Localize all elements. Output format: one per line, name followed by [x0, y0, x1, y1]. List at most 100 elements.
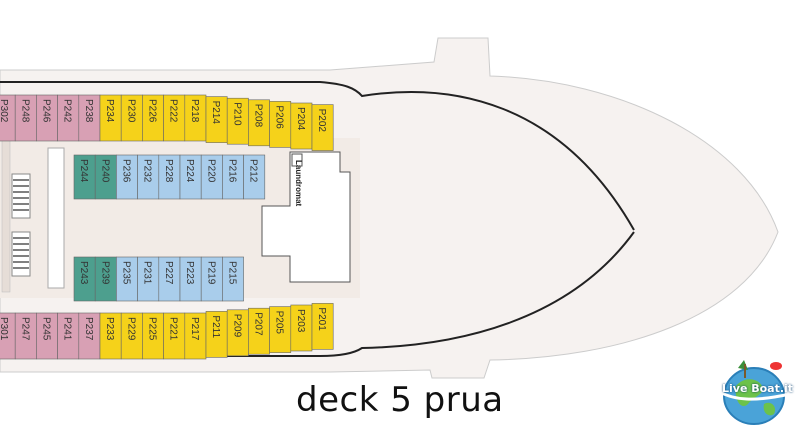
cabin-p237[interactable]: P237: [78, 312, 101, 360]
cabin-p204[interactable]: P204: [290, 102, 313, 150]
cabin-p228[interactable]: P228: [158, 154, 181, 200]
cabin-p212[interactable]: P212: [243, 154, 266, 200]
cabin-label: P248: [19, 99, 30, 123]
cabin-label: P208: [253, 104, 264, 128]
cabin-label: P207: [253, 312, 264, 336]
cabin-p236[interactable]: P236: [116, 154, 138, 200]
cabin-p205[interactable]: P205: [269, 306, 292, 353]
cabin-p203[interactable]: P203: [290, 304, 313, 352]
cabin-p217[interactable]: P217: [184, 312, 207, 360]
cabin-label: P210: [231, 102, 242, 126]
cabin-label: P206: [274, 105, 285, 129]
deck-title: deck 5 prua: [296, 380, 504, 420]
hull-outline-top: [0, 81, 635, 231]
cabin-p211[interactable]: P211: [205, 311, 228, 358]
cabin-p222[interactable]: P222: [163, 94, 186, 142]
cabin-p207[interactable]: P207: [248, 307, 270, 355]
cabin-p223[interactable]: P223: [179, 256, 202, 302]
cabin-p244[interactable]: P244: [73, 154, 96, 200]
cabin-label: P203: [295, 309, 306, 333]
cabin-p202[interactable]: P202: [311, 104, 334, 151]
cabin-p235[interactable]: P235: [116, 256, 138, 302]
cabin-label: P219: [205, 261, 216, 285]
cabin-p215[interactable]: P215: [222, 256, 244, 302]
stairs-left: [1, 139, 65, 293]
cabin-block: [243, 154, 266, 200]
cabin-label: P217: [189, 317, 200, 341]
cabin-p230[interactable]: P230: [120, 94, 143, 142]
cabin-p234[interactable]: P234: [99, 94, 122, 142]
cabin-p214[interactable]: P214: [205, 96, 228, 143]
cabin-block: [311, 104, 334, 151]
cabin-p201[interactable]: P201: [311, 303, 334, 350]
liveboat-logo: Live Boat.it: [714, 356, 796, 428]
cabin-label: P229: [125, 317, 136, 341]
cabin-label: P223: [184, 261, 195, 285]
cabin-label: P245: [41, 317, 52, 341]
cabin-p227[interactable]: P227: [158, 256, 181, 302]
cabin-label: P228: [163, 159, 174, 183]
cabin-label: P201: [316, 307, 327, 331]
laundromat-label: Laundromat: [294, 160, 303, 207]
cabin-label: P234: [104, 99, 115, 123]
cabin-p239[interactable]: P239: [94, 256, 117, 302]
cabin-p224[interactable]: P224: [179, 154, 202, 200]
cabin-label: P204: [295, 107, 306, 131]
cabin-label: P240: [99, 159, 110, 183]
cabin-label: P244: [78, 159, 89, 183]
cabin-p220[interactable]: P220: [200, 154, 223, 200]
cabin-p206[interactable]: P206: [269, 101, 292, 148]
cabin-p210[interactable]: P210: [226, 97, 249, 145]
cabin-p219[interactable]: P219: [200, 256, 223, 302]
cabin-label: P239: [99, 261, 110, 285]
cabin-label: P238: [83, 99, 94, 123]
cabin-label: P232: [142, 159, 153, 183]
cabin-p241[interactable]: P241: [57, 312, 80, 360]
cabin-label: P220: [205, 159, 216, 183]
cabin-label: P233: [104, 317, 115, 341]
cabin-p242[interactable]: P242: [57, 94, 80, 142]
cabin-p238[interactable]: P238: [78, 94, 101, 142]
cabin-p226[interactable]: P226: [142, 94, 164, 142]
cabin-p231[interactable]: P231: [137, 256, 160, 302]
cabin-label: P211: [210, 315, 221, 338]
cabin-p218[interactable]: P218: [184, 94, 207, 142]
cabin-p240[interactable]: P240: [94, 154, 117, 200]
cabin-label: P236: [121, 159, 132, 183]
cabin-label: P231: [142, 261, 153, 285]
cabin-p245[interactable]: P245: [36, 312, 58, 360]
cabin-label: P209: [231, 314, 242, 338]
cabin-p225[interactable]: P225: [142, 312, 164, 360]
cabin-label: P222: [168, 99, 179, 123]
cabin-label: P235: [121, 261, 132, 285]
cabin-p248[interactable]: P248: [14, 94, 37, 142]
laundromat-room: Laundromat: [261, 151, 351, 283]
cabin-p209[interactable]: P209: [226, 309, 249, 357]
cabin-label: P202: [316, 109, 327, 133]
cabin-label: P226: [147, 99, 158, 123]
cabin-p216[interactable]: P216: [222, 154, 244, 200]
cabin-p246[interactable]: P246: [36, 94, 58, 142]
cabin-block: [222, 256, 244, 302]
cabin-label: P214: [210, 101, 221, 125]
cabin-label: P302: [0, 99, 9, 123]
cabin-p208[interactable]: P208: [248, 99, 270, 147]
cabin-label: P218: [189, 99, 200, 123]
cabin-p232[interactable]: P232: [137, 154, 160, 200]
cabin-p301[interactable]: P301: [0, 312, 16, 360]
cabin-label: P246: [41, 99, 52, 123]
cabin-label: P224: [184, 159, 195, 183]
cabin-p247[interactable]: P247: [14, 312, 37, 360]
cabin-p229[interactable]: P229: [120, 312, 143, 360]
cabin-label: P225: [147, 317, 158, 341]
cabin-p221[interactable]: P221: [163, 312, 186, 360]
hull-outline-bottom: [0, 231, 635, 357]
cabin-label: P205: [274, 311, 285, 335]
cabin-label: P221: [168, 317, 179, 341]
cabin-p233[interactable]: P233: [99, 312, 122, 360]
cabin-label: P212: [248, 159, 259, 183]
cabin-p243[interactable]: P243: [73, 256, 96, 302]
cabin-p302[interactable]: P302: [0, 94, 16, 142]
